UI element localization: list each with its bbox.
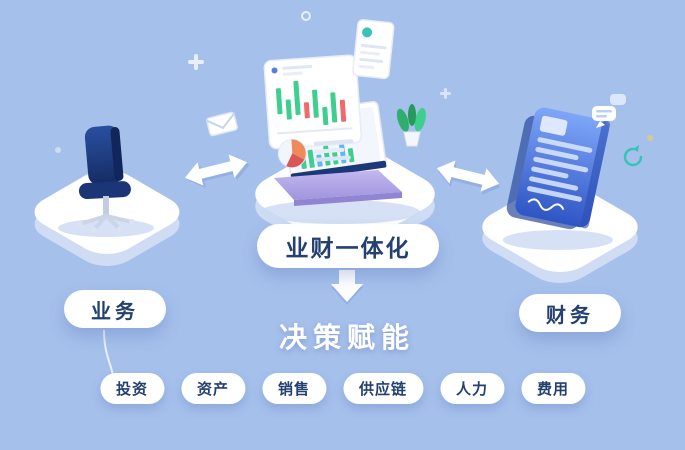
module-label-supply-chain: 供应链 xyxy=(359,381,408,398)
headline-text: 决策赋能 xyxy=(278,322,415,353)
notes-card-icon xyxy=(352,19,395,80)
module-pill-expense: 费用 xyxy=(521,373,586,404)
finance-label-pill: 财务 xyxy=(519,294,621,332)
dashboard-card-icon xyxy=(263,54,363,168)
modules-row: 投资 资产 销售 供应链 人力 费用 xyxy=(99,373,586,404)
center-label-text: 业财一体化 xyxy=(285,235,411,261)
module-pill-hr: 人力 xyxy=(440,373,505,404)
pie-chart xyxy=(277,138,307,168)
center-label-pill: 业财一体化 xyxy=(257,224,439,268)
chair-icon xyxy=(77,125,135,233)
right-double-arrow-icon xyxy=(436,160,501,195)
module-label-expense: 费用 xyxy=(537,381,570,398)
module-label-investment: 投资 xyxy=(115,381,148,398)
document-lines xyxy=(527,137,593,202)
document-icon xyxy=(506,107,611,230)
module-pill-supply-chain: 供应链 xyxy=(343,373,424,404)
refresh-icon xyxy=(623,145,643,167)
plant-icon xyxy=(396,104,426,147)
module-pill-sales: 销售 xyxy=(261,373,326,404)
down-arrow-icon xyxy=(331,270,363,305)
module-label-assets: 资产 xyxy=(196,381,229,398)
envelope-icon xyxy=(206,111,238,137)
connector-line xyxy=(103,329,114,376)
module-label-hr: 人力 xyxy=(456,381,489,398)
business-label-pill: 业务 xyxy=(64,290,166,328)
finance-label-text: 财务 xyxy=(546,304,594,327)
decor-dots xyxy=(55,11,653,153)
candlestick-chart xyxy=(275,80,353,135)
left-double-arrow-icon xyxy=(184,154,250,188)
business-label-text: 业务 xyxy=(91,300,139,323)
module-pill-assets: 资产 xyxy=(180,373,245,404)
chat-bubbles-icon xyxy=(592,94,626,128)
module-label-sales: 销售 xyxy=(277,381,310,398)
module-pill-investment: 投资 xyxy=(99,373,164,404)
